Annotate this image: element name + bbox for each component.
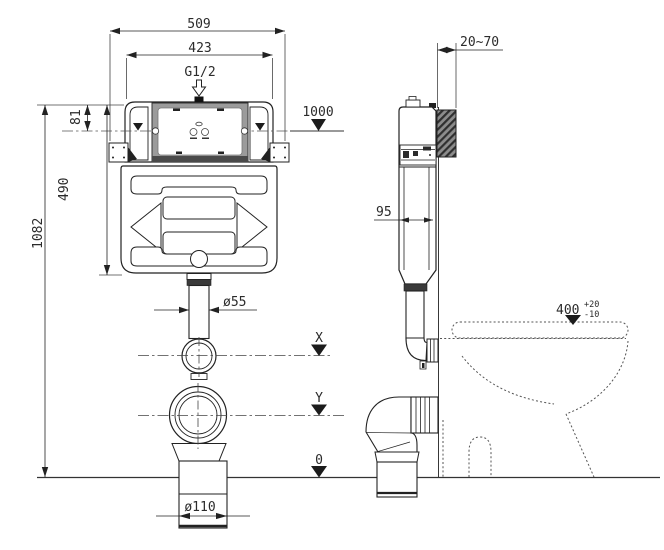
- label-level-y: Y: [315, 391, 323, 406]
- label-level-1000: 1000: [302, 105, 333, 120]
- panel-screw-right: [240, 127, 249, 135]
- label-wall-distance: 20~70: [460, 35, 499, 50]
- spacer-clip: [429, 103, 436, 108]
- label-level-x: X: [315, 331, 323, 346]
- tank-cap-nub: [408, 96, 417, 101]
- drain-bell: [171, 443, 227, 462]
- panel-screw-left: [151, 127, 160, 135]
- flush-coupling-ribbed: [426, 338, 439, 363]
- drain-coupling-ribbed: [410, 396, 439, 434]
- left-fixing-plate: [108, 142, 129, 163]
- label-flush-pipe-dia: ø55: [223, 295, 246, 310]
- level-zero-triangle-icon: [311, 466, 327, 478]
- inlet-arrow-icon: [191, 79, 207, 97]
- label-dim-1082: 1082: [31, 218, 46, 249]
- label-tank-depth: 95: [376, 205, 392, 220]
- right-bracket-wedge: [261, 147, 270, 162]
- left-level-triangle-icon: [133, 123, 143, 131]
- right-plate-bolts: [273, 146, 286, 159]
- flush-elbow-side: [405, 337, 428, 362]
- drain-bell-side: [374, 451, 420, 463]
- right-fixing-plate: [269, 142, 290, 163]
- panel-clips: [173, 108, 224, 154]
- toilet-outline: [440, 321, 629, 478]
- bowl-front-curve: [565, 340, 629, 415]
- wall-spacer-hatch: [436, 109, 457, 158]
- label-bowl-height-tol-minus: -10: [584, 310, 599, 320]
- access-panel-frame-bottom: [152, 156, 248, 162]
- access-panel: [157, 107, 243, 156]
- pipe-coupling-band: [186, 279, 212, 286]
- front-view: [62, 101, 344, 529]
- pipe-collar: [186, 273, 212, 280]
- side-flush-pipe: [405, 290, 425, 340]
- drain-pipe-side: [376, 461, 418, 498]
- label-dim-81: 81: [69, 109, 84, 125]
- dual-flush-buttons-icon: [189, 121, 209, 139]
- pedestal-foot-arch: [468, 436, 492, 477]
- right-level-triangle-icon: [255, 123, 265, 131]
- label-outlet-dia: ø110: [184, 500, 215, 515]
- level-y-triangle-icon: [311, 404, 327, 416]
- left-bracket-wedge: [128, 147, 137, 162]
- tank-cap: [405, 99, 421, 108]
- bowl-inner-curve: [461, 355, 555, 405]
- label-width-top: 509: [187, 17, 210, 32]
- label-inlet-thread: G1/2: [184, 65, 215, 80]
- label-bowl-height-tol-plus: +20: [584, 300, 599, 310]
- mounting-mechanism: [399, 144, 437, 166]
- cistern-side-profile: [398, 106, 437, 285]
- body-ribs: [130, 175, 268, 268]
- label-bowl-height: 400: [556, 303, 579, 318]
- right-column: [249, 106, 269, 161]
- toilet-seat: [451, 321, 629, 339]
- labels: 509 423 G1/2 1000 81 490 1082 ø55 ø110 X…: [31, 17, 599, 515]
- inlet-port: [194, 96, 204, 102]
- left-plate-bolts: [112, 146, 125, 159]
- drain-elbow-side: [365, 396, 418, 453]
- level-x-triangle-icon: [311, 344, 327, 356]
- label-dim-490: 490: [57, 178, 72, 201]
- level-400-triangle-icon: [565, 315, 581, 325]
- left-column: [129, 106, 149, 161]
- flush-pipe: [188, 284, 210, 340]
- side-coupling-band: [403, 283, 428, 292]
- side-view: [365, 96, 457, 498]
- label-level-zero: 0: [315, 453, 323, 468]
- pedestal-front: [565, 413, 595, 478]
- label-width-inner: 423: [188, 41, 211, 56]
- dimension-layer: [37, 27, 581, 520]
- level-1000-triangle-icon: [311, 119, 326, 131]
